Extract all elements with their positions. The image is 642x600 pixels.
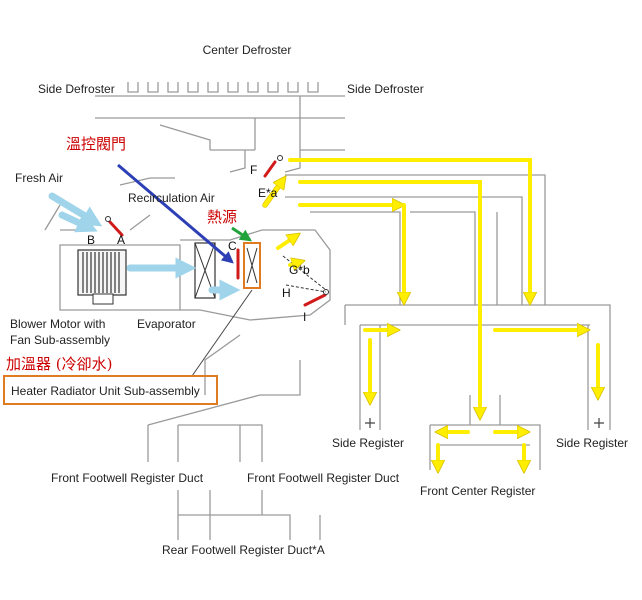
recirculation-air-label: Recirculation Air xyxy=(128,191,215,205)
damper-dashes xyxy=(282,255,327,293)
heater-radiator-label: Heater Radiator Unit Sub-assembly xyxy=(11,384,200,398)
damper-letter-a: A xyxy=(117,233,125,247)
fresh-air-label: Fresh Air xyxy=(15,171,63,185)
heat-source-annotation: 熱源 xyxy=(207,208,237,226)
evaporator-label: Evaporator xyxy=(137,317,196,331)
intake-airflow xyxy=(48,192,241,301)
damper-letter-f: F xyxy=(250,163,257,177)
outlet-airflow xyxy=(262,158,598,468)
front-footwell-left-label: Front Footwell Register Duct xyxy=(51,471,204,485)
damper-letter-c: C xyxy=(228,239,237,253)
defroster-duct xyxy=(95,82,345,151)
heater-label-box xyxy=(3,375,218,405)
blower-label-line2: Fan Sub-assembly xyxy=(10,333,110,347)
damper-letter-i: I xyxy=(303,310,306,324)
register-ducts xyxy=(344,304,611,470)
front-footwell-right-label: Front Footwell Register Duct xyxy=(247,471,400,485)
footwell-ducts xyxy=(147,334,321,540)
heat-source-pointer xyxy=(231,226,252,242)
heater-core xyxy=(243,242,261,289)
rear-footwell-label: Rear Footwell Register Duct*A xyxy=(162,543,325,557)
blower-label-line1: Blower Motor with xyxy=(10,317,105,331)
side-register-right-label: Side Register xyxy=(556,436,628,450)
blower-motor xyxy=(77,249,127,305)
temp-damper-pointer xyxy=(117,163,234,264)
front-center-register-label: Front Center Register xyxy=(420,484,535,498)
damper-pivots xyxy=(105,155,329,295)
temp-damper-annotation: 溫控閥門 xyxy=(66,135,126,153)
damper-letter-h: H xyxy=(282,286,291,300)
heater-leader-line xyxy=(191,289,253,377)
side-defroster-left-label: Side Defroster xyxy=(38,82,115,96)
side-register-left-label: Side Register xyxy=(332,436,404,450)
dampers xyxy=(108,160,327,307)
hvac-case xyxy=(44,150,546,321)
heater-coolant-annotation: 加溫器 (冷卻水) xyxy=(6,355,112,373)
side-defroster-right-label: Side Defroster xyxy=(347,82,424,96)
damper-letter-e: E*a xyxy=(258,186,278,200)
damper-letter-b: B xyxy=(87,233,95,247)
center-defroster-label: Center Defroster xyxy=(203,43,292,57)
damper-letter-g: G*b xyxy=(289,263,310,277)
